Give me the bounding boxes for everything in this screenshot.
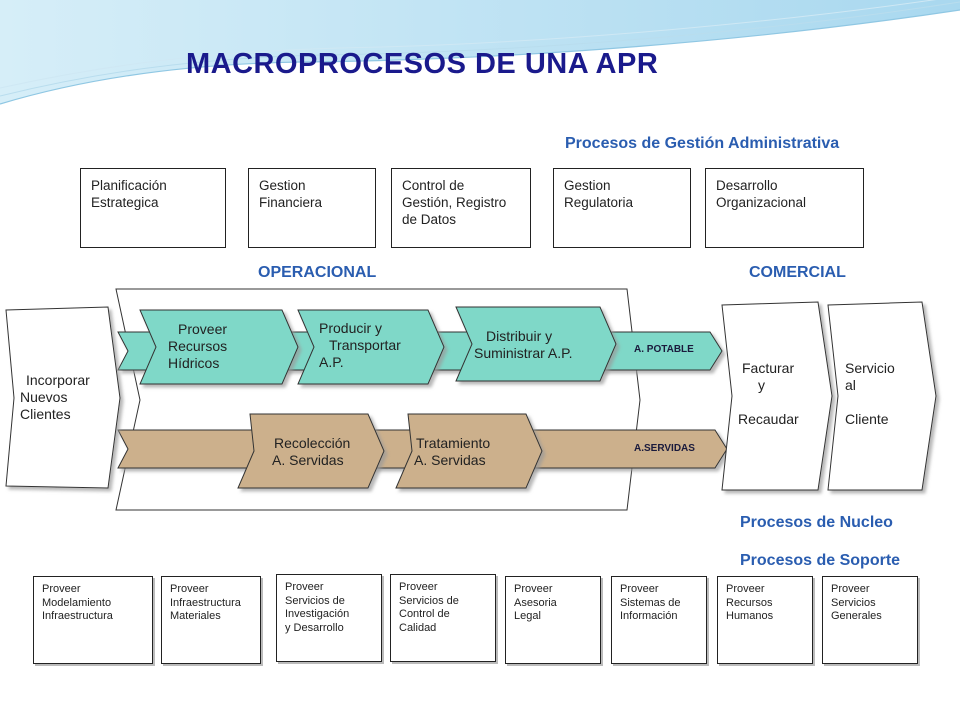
label-line: Cliente <box>845 411 889 427</box>
label-line: Distribuir y <box>486 328 553 344</box>
label-line: A.P. <box>319 354 344 370</box>
gestion-box-desarrollo: Desarrollo Organizacional <box>705 168 864 248</box>
incorporar-clientes-label: Incorporar Nuevos Clientes <box>20 372 90 423</box>
box-text-line: Humanos <box>726 610 774 622</box>
box-text-line: Proveer <box>170 583 209 595</box>
box-text-line: Servicios <box>831 596 876 609</box>
box-text-line: Gestion <box>564 178 611 193</box>
agua-potable-tag: A. POTABLE <box>634 344 694 355</box>
label-line: Facturar <box>742 360 795 376</box>
chevron-tratamiento <box>395 413 543 489</box>
box-text-line: Control de <box>402 178 465 193</box>
box-text-line: Servicios de <box>285 594 345 607</box>
box-text-line: Proveer <box>514 583 553 595</box>
box-text-line: Modelamiento <box>42 596 112 609</box>
soporte-box-infraestructura: Proveer Infraestructura Materiales <box>161 576 261 664</box>
incorporar-clientes-shape <box>5 306 121 489</box>
label-line: al <box>845 377 856 393</box>
producir-transportar-label: Producir y Transportar A.P. <box>319 320 401 371</box>
box-text-line: Control de <box>399 608 450 620</box>
facturar-recaudar-label: Facturar y Recaudar <box>738 360 799 428</box>
box-text-line: Infraestructura <box>170 596 241 609</box>
box-text-line: Materiales <box>170 610 221 622</box>
soporte-box-calidad: Proveer Servicios de Control de Calidad <box>390 574 496 662</box>
tratamiento-label: Tratamiento A. Servidas <box>414 435 490 469</box>
proveer-recursos-label: Proveer Recursos Hídricos <box>168 321 227 372</box>
box-text-line: Legal <box>514 610 541 622</box>
label-line: Nuevos <box>20 389 68 405</box>
label-line: Suministrar A.P. <box>474 345 573 361</box>
gestion-box-regulatoria: Gestion Regulatoria <box>553 168 691 248</box>
label-line: A. Servidas <box>272 452 344 468</box>
box-text-line: Proveer <box>399 581 438 593</box>
section-operacional: OPERACIONAL <box>258 264 377 281</box>
box-text-line: Investigación <box>285 608 350 620</box>
facturar-recaudar-shape <box>721 301 833 491</box>
aguas-servidas-tag: A.SERVIDAS <box>634 443 695 454</box>
soporte-box-legal: Proveer Asesoria Legal <box>505 576 601 664</box>
soporte-box-modelamiento: Proveer Modelamiento Infraestructura <box>33 576 153 664</box>
label-line: Transportar <box>329 337 401 353</box>
section-comercial: COMERCIAL <box>749 264 846 281</box>
box-text-line: Asesoria <box>514 596 557 609</box>
box-text-line: Gestion <box>259 178 306 193</box>
box-text-line: Proveer <box>42 583 81 595</box>
recoleccion-label: Recolección A. Servidas <box>272 435 350 469</box>
box-text-line: Proveer <box>620 583 659 595</box>
box-text-line: Proveer <box>831 583 870 595</box>
section-nucleo: Procesos de Nucleo <box>740 514 893 531</box>
section-gestion-administrativa: Procesos de Gestión Administrativa <box>565 135 840 152</box>
section-soporte: Procesos de Soporte <box>740 552 901 569</box>
box-text-line: Proveer <box>285 581 324 593</box>
box-text-line: Generales <box>831 610 882 622</box>
box-text-line: Regulatoria <box>564 195 634 210</box>
label-line: Clientes <box>20 406 71 422</box>
chevron-recoleccion <box>237 413 385 489</box>
box-text-line: de Datos <box>402 212 457 227</box>
label-line: Recolección <box>274 435 351 451</box>
label-line: Recursos <box>168 338 228 354</box>
soporte-box-informacion: Proveer Sistemas de Información <box>611 576 707 664</box>
label-line: Recaudar <box>738 411 799 427</box>
chevron-producir-transportar <box>297 309 445 385</box>
servicio-cliente-label: Servicio al Cliente <box>845 360 895 428</box>
box-text-line: Servicios de <box>399 594 459 607</box>
label-line: Incorporar <box>26 372 90 388</box>
box-text-line: Infraestructura <box>42 610 113 622</box>
box-text-line: Información <box>620 610 678 622</box>
core-process-diagram <box>5 288 937 511</box>
box-text-line: Desarrollo <box>716 178 778 193</box>
header-wave <box>0 0 960 105</box>
chevron-distribuir-suministrar <box>455 306 617 382</box>
page-title: MACROPROCESOS DE UNA APR <box>186 48 659 80</box>
label-line: Producir y <box>319 320 383 336</box>
box-text-line: Financiera <box>259 195 323 210</box>
label-line: Hídricos <box>168 355 220 371</box>
box-text-line: Sistemas de <box>620 596 681 609</box>
servicio-cliente-shape <box>827 301 937 491</box>
soporte-box-recursos-humanos: Proveer Recursos Humanos <box>717 576 813 664</box>
gestion-box-control: Control de Gestión, Registro de Datos <box>391 168 531 248</box>
soporte-box-investigacion: Proveer Servicios de Investigación y Des… <box>276 574 382 662</box>
distribuir-suministrar-label: Distribuir y Suministrar A.P. <box>474 328 573 362</box>
box-text-line: Recursos <box>726 596 773 609</box>
box-text-line: Organizacional <box>716 195 807 210</box>
gestion-box-planificacion: Planificación Estrategica <box>80 168 226 248</box>
box-text-line: Planificación <box>91 178 167 193</box>
box-text-line: Estrategica <box>91 195 159 210</box>
box-text-line: Gestión, Registro <box>402 195 507 210</box>
label-line: A. Servidas <box>414 452 486 468</box>
box-text-line: Calidad <box>399 621 437 634</box>
soporte-box-servicios-generales: Proveer Servicios Generales <box>822 576 918 664</box>
box-text-line: y Desarrollo <box>285 621 344 634</box>
chevron-proveer-recursos <box>139 309 299 385</box>
gestion-box-financiera: Gestion Financiera <box>248 168 376 248</box>
label-line: Proveer <box>178 321 228 337</box>
label-line: y <box>758 377 765 393</box>
box-text-line: Proveer <box>726 583 765 595</box>
label-line: Tratamiento <box>416 435 491 451</box>
label-line: Servicio <box>845 360 895 376</box>
